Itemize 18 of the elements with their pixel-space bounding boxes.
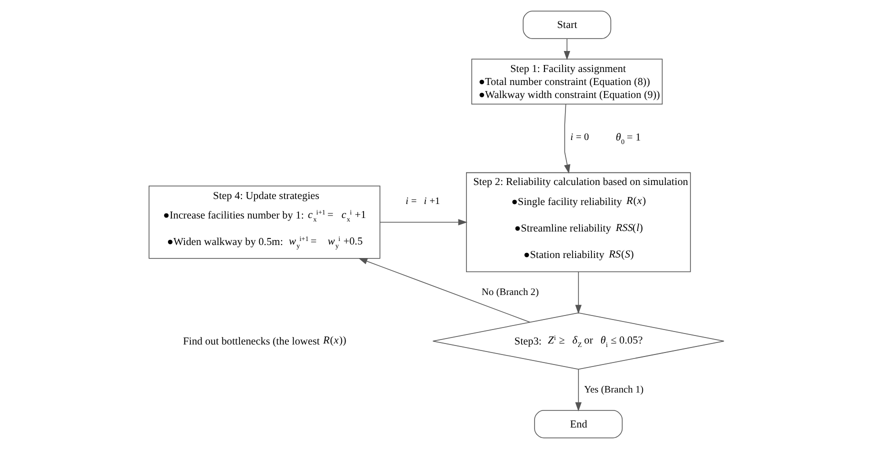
- edge-label: i = i +1: [405, 196, 440, 208]
- node-box: End: [534, 410, 622, 438]
- node-box: Step 2: Reliability calculation based on simulation ●Single facility reliability R(x) ●Streamline reliability RSS(l) ●Station reliability RS(S): [466, 172, 690, 272]
- edge-label: i = 0: [570, 132, 588, 144]
- edge-label: No (Branch 2): [481, 286, 538, 298]
- edge-label: Yes (Branch 1): [584, 384, 644, 396]
- arrow: [358, 258, 530, 323]
- node-diamond: Step3: Z$^{i}$ ≥ δ$_{Z}$ or θ$_{i}$ ≤ 0.05?: [432, 312, 724, 370]
- node-box: Step 4: Update strategies ●Increase facilities number by 1: c$_{x}$$^{i+1}$ = c$_{x}$$^{i}$ +1 ●Widen walkway by 0.5m: w$_{y}$$^{i+1}$ = w$_{y}$$^{i}$ +0.5: [148, 186, 380, 259]
- arrow: [564, 104, 570, 174]
- label: Find out bottlenecks (the lowest R(x)): [182, 336, 346, 348]
- node-box: Step 1: Facility assignment ●Total number constraint (Equation (8)) ●Walkway width constraint (Equation (9)): [470, 58, 662, 104]
- node-box: Start: [522, 10, 611, 39]
- arrow: [563, 38, 570, 60]
- arrow: [574, 369, 582, 412]
- arrow: [574, 272, 582, 314]
- label: θ$_{0}$ = 1: [615, 132, 640, 146]
- arrow: [379, 219, 467, 226]
